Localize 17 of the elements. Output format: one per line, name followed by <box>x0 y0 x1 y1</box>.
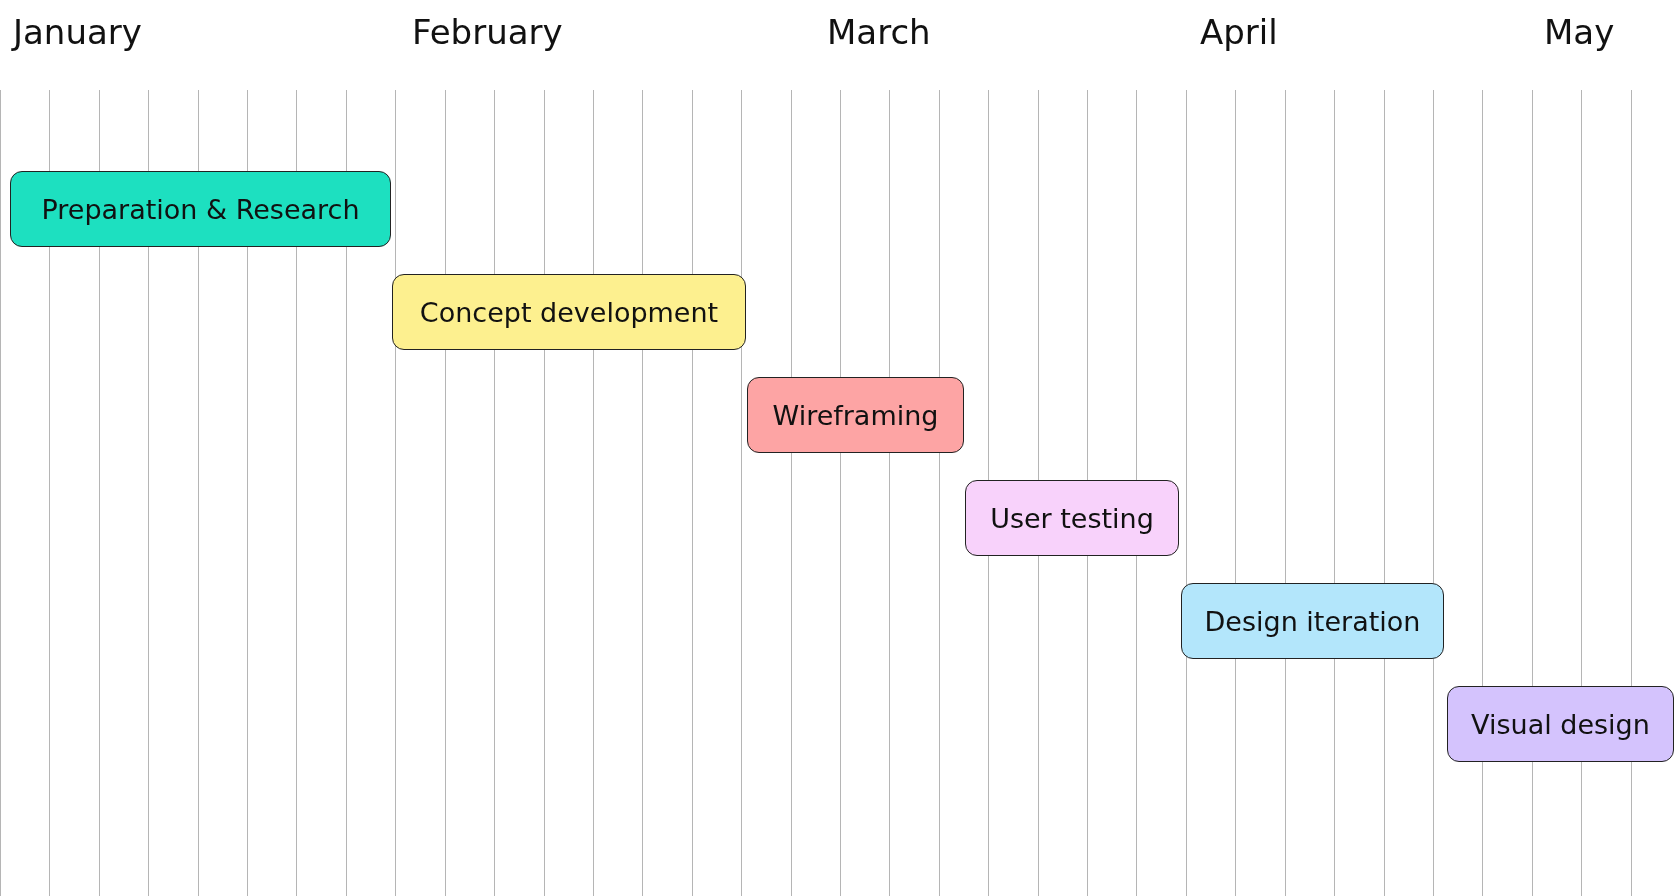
task-bar <box>965 480 1179 556</box>
task-bar <box>10 171 391 247</box>
month-label: March <box>827 12 931 52</box>
task-label: User testing <box>990 502 1154 534</box>
month-label: April <box>1200 12 1278 52</box>
task-label: Visual design <box>1471 708 1650 740</box>
month-label: May <box>1544 12 1615 52</box>
task-bar <box>1447 686 1674 762</box>
month-label: January <box>13 12 142 52</box>
task-bar <box>1181 583 1444 659</box>
task-label: Design iteration <box>1204 605 1421 637</box>
task-bar <box>392 274 746 350</box>
task-label: Preparation & Research <box>41 193 360 225</box>
task-bar <box>747 377 964 453</box>
task-label: Concept development <box>419 296 719 328</box>
task-label: Wireframing <box>772 399 939 431</box>
month-label: February <box>412 12 563 52</box>
